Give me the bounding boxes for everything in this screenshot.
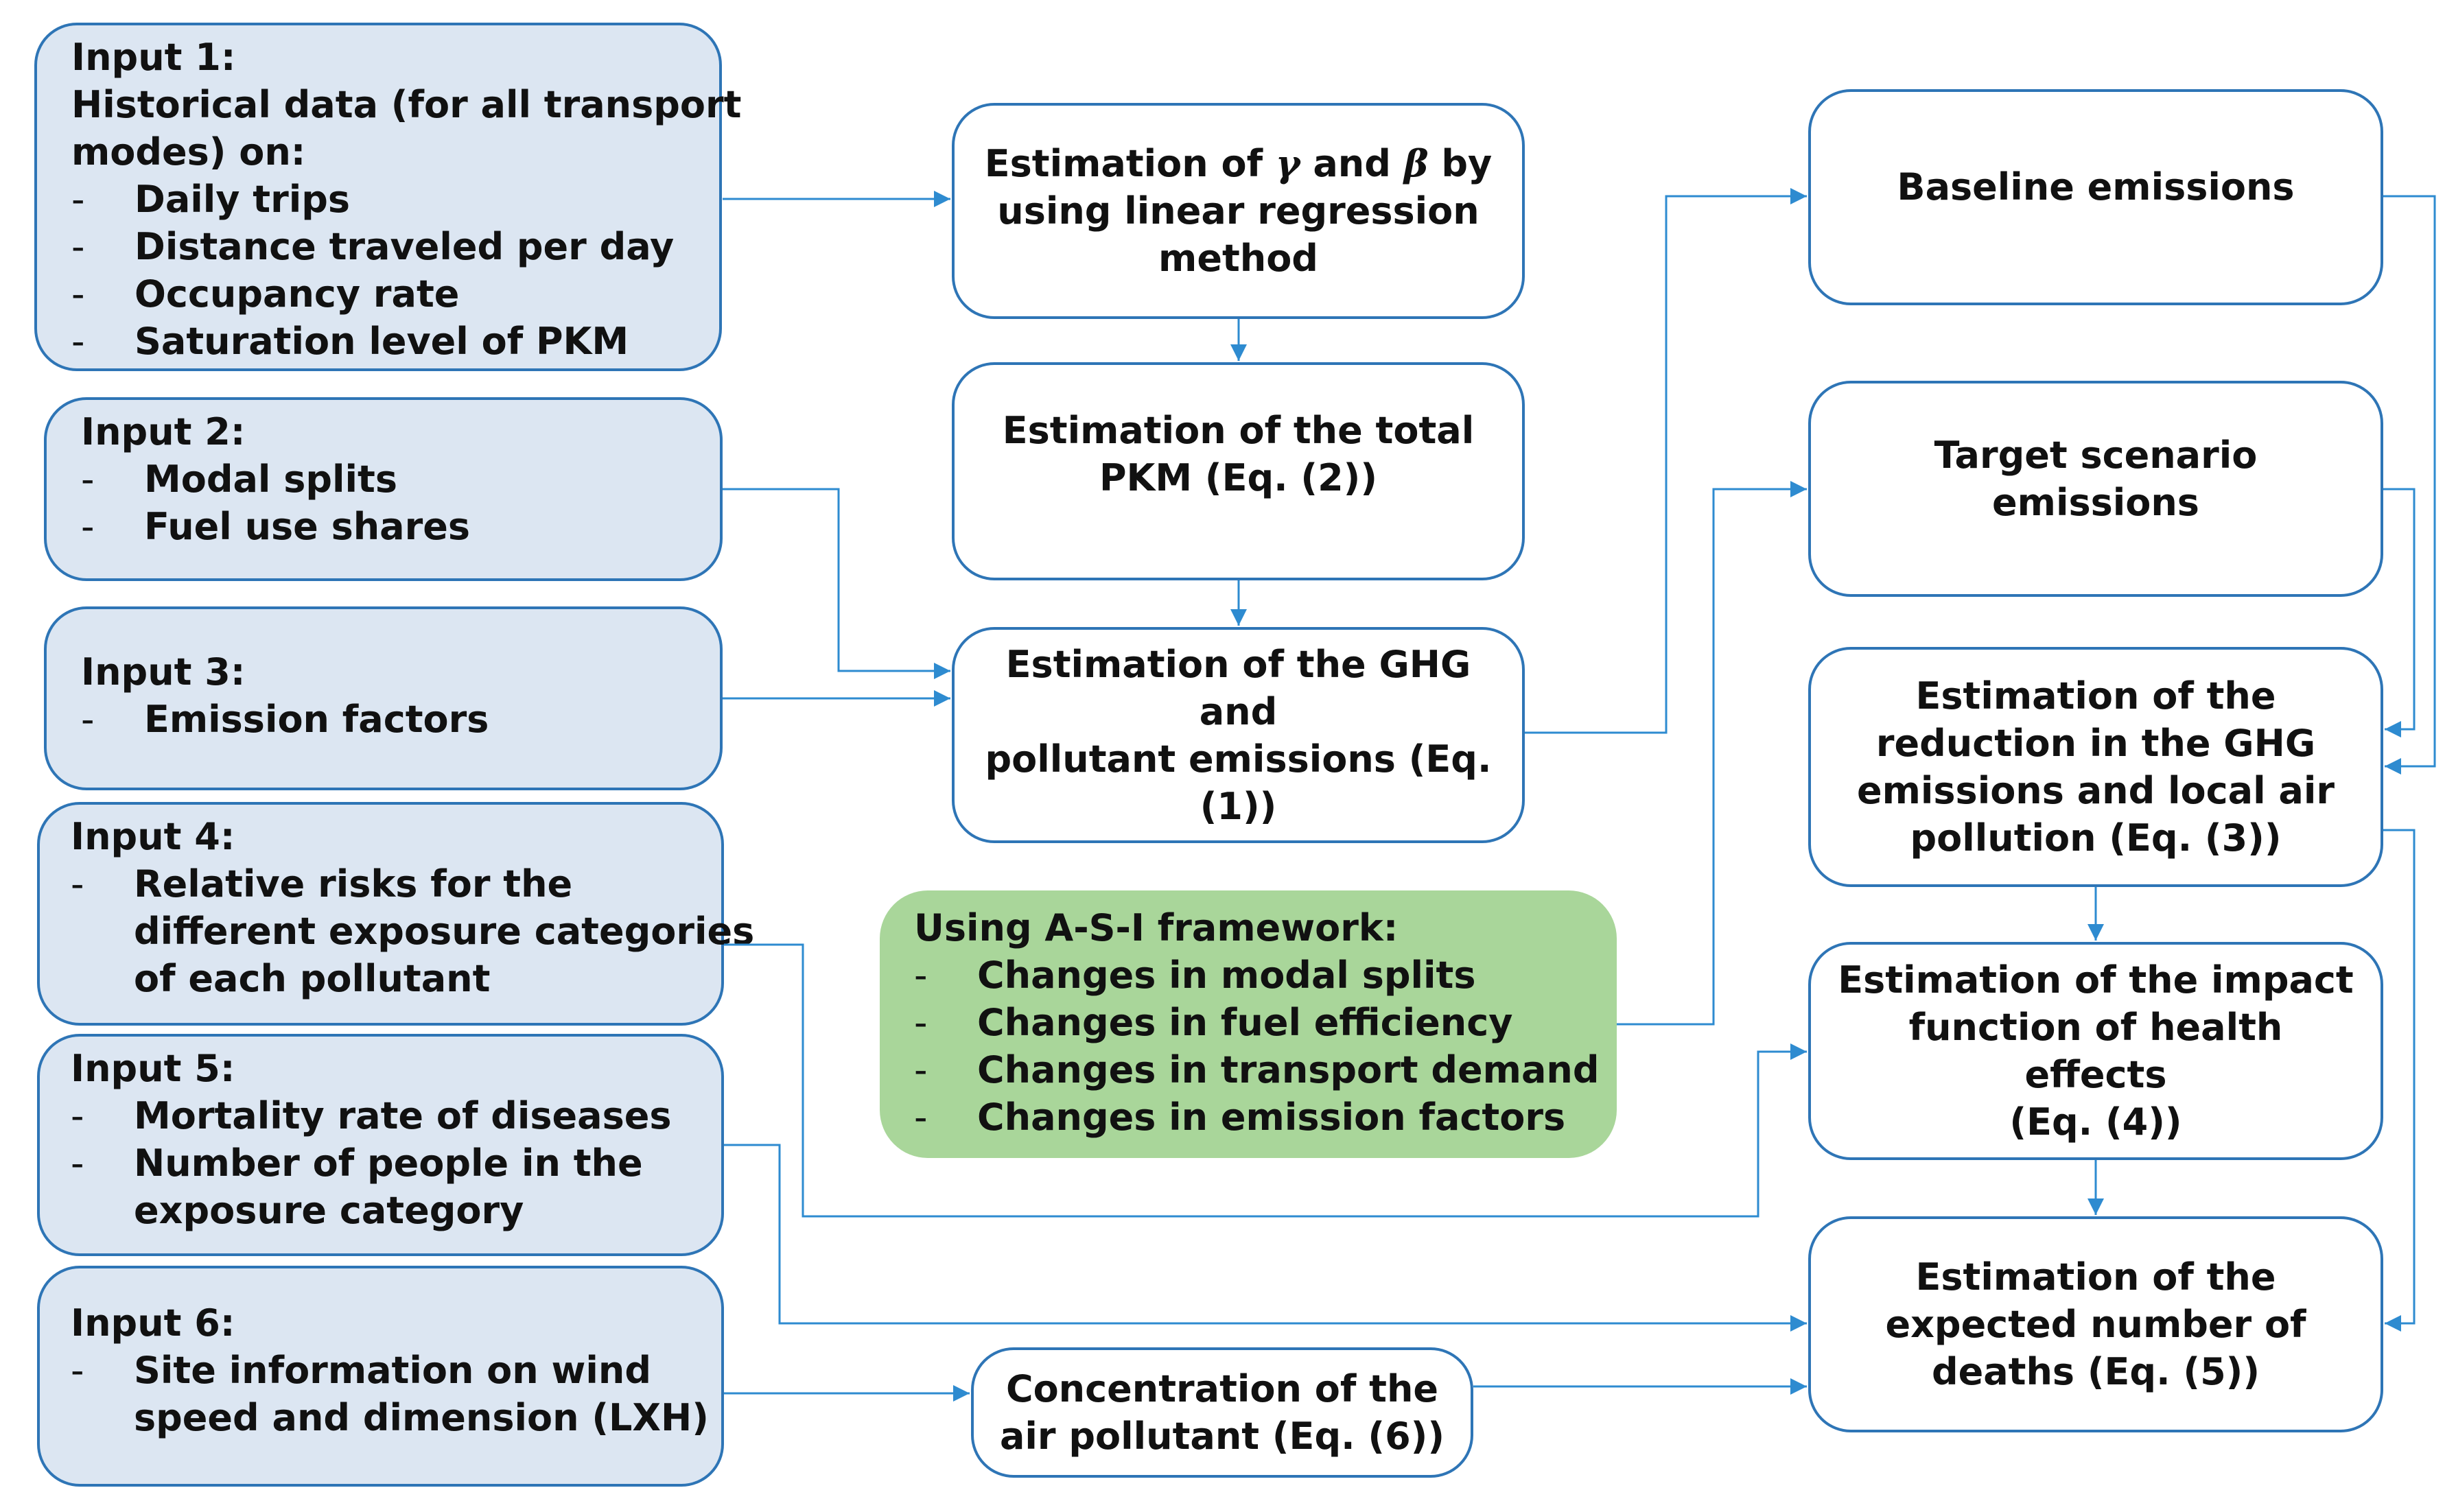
input-1-line-1: Historical data (for all transport: [71, 83, 742, 126]
input-1-title: Input 1:: [71, 36, 236, 79]
step-ghg-emissions: Estimation of the GHG and pollutant emis…: [952, 627, 1525, 843]
step-target-scenario-emissions: Target scenario emissions: [1808, 381, 2383, 597]
input-1-line-2: modes) on:: [71, 130, 306, 174]
input-2-item-2: -Fuel use shares: [81, 505, 471, 548]
step-baseline-emissions: Baseline emissions: [1808, 89, 2383, 305]
impact-line-1: Estimation of the impact: [1838, 958, 2354, 1002]
deaths-line-3: deaths (Eq. (5)): [1931, 1350, 2260, 1393]
input-4-title: Input 4:: [71, 815, 235, 858]
target-label: Target scenario emissions: [1934, 433, 2258, 524]
gamma-beta-line-3: method: [1158, 237, 1318, 280]
reduction-line-3: emissions and local air: [1857, 769, 2335, 812]
baseline-label: Baseline emissions: [1897, 165, 2295, 209]
ghg-emissions-line-1: Estimation of the GHG and: [1005, 642, 1471, 733]
input-5-title: Input 5:: [71, 1047, 235, 1090]
input-5-box: Input 5: -Mortality rate of diseases -Nu…: [37, 1034, 724, 1256]
input-1-item-3: -Occupancy rate: [71, 272, 460, 316]
arrow-input2-to-ghg: [723, 488, 950, 679]
arrow-reduction-to-deaths: [2383, 829, 2416, 1332]
deaths-line-1: Estimation of the: [1915, 1255, 2276, 1299]
input-6-item-2: speed and dimension (LXH): [134, 1396, 709, 1439]
asi-item-2: -Changes in fuel efficiency: [914, 1001, 1513, 1044]
input-3-title: Input 3:: [81, 650, 246, 694]
input-1-box: Input 1: Historical data (for all transp…: [34, 23, 742, 371]
concentration-line-1: Concentration of the: [1005, 1367, 1439, 1410]
total-pkm-line-2: PKM (Eq. (2)): [1099, 456, 1378, 499]
input-2-box: Input 2: -Modal splits -Fuel use shares: [44, 397, 723, 581]
concentration-line-2: air pollutant (Eq. (6)): [999, 1415, 1445, 1458]
arrow-ghg-to-baseline: [1525, 188, 1807, 734]
deaths-line-2: expected number of: [1885, 1303, 2306, 1346]
step-emission-reduction: Estimation of the reduction in the GHG e…: [1808, 647, 2383, 887]
arrow-asi-to-target: [1617, 481, 1807, 1026]
input-2-title: Input 2:: [81, 410, 246, 453]
input-4-item-1: -Relative risks for the: [71, 862, 573, 906]
impact-line-2: function of health effects: [1908, 1006, 2283, 1096]
ghg-emissions-line-3: (1)): [1200, 784, 1277, 828]
input-4-item-2: different exposure categories: [134, 910, 755, 953]
asi-framework-box: Using A-S-I framework: -Changes in modal…: [880, 890, 1617, 1158]
asi-item-1: -Changes in modal splits: [914, 954, 1476, 997]
input-1-item-4: -Saturation level of PKM: [71, 320, 629, 363]
step-health-impact-function: Estimation of the impact function of hea…: [1808, 942, 2383, 1160]
reduction-line-4: pollution (Eq. (3)): [1910, 816, 2282, 860]
input-5-item-3: exposure category: [134, 1189, 524, 1232]
reduction-line-2: reduction in the GHG: [1875, 722, 2316, 765]
input-6-box: Input 6: -Site information on wind speed…: [37, 1266, 724, 1487]
total-pkm-line-1: Estimation of the total: [1002, 409, 1475, 452]
step-expected-deaths: Estimation of the expected number of dea…: [1808, 1216, 2383, 1432]
ghg-emissions-line-2: pollutant emissions (Eq.: [985, 737, 1492, 781]
asi-item-4: -Changes in emission factors: [914, 1096, 1566, 1139]
input-1-item-1: -Daily trips: [71, 178, 351, 221]
input-3-box: Input 3: -Emission factors: [44, 606, 723, 790]
input-4-item-3: of each pollutant: [134, 957, 491, 1000]
arrow-baseline-to-reduction: [2383, 195, 2436, 775]
input-4-box: Input 4: -Relative risks for the differe…: [37, 802, 755, 1026]
step-estimate-gamma-beta: Estimation of γ and β by using linear re…: [952, 103, 1525, 319]
impact-line-3: (Eq. (4)): [2009, 1100, 2182, 1144]
input-5-item-1: -Mortality rate of diseases: [71, 1094, 672, 1137]
gamma-beta-line-2: using linear regression: [997, 189, 1480, 233]
asi-title: Using A-S-I framework:: [914, 906, 1399, 949]
reduction-line-1: Estimation of the: [1915, 674, 2276, 718]
input-1-item-2: -Distance traveled per day: [71, 225, 675, 268]
step-concentration: Concentration of the air pollutant (Eq. …: [971, 1347, 1473, 1478]
step-total-pkm: Estimation of the total PKM (Eq. (2)): [952, 362, 1525, 580]
input-6-item-1: -Site information on wind: [71, 1349, 652, 1392]
beta-symbol: β: [1403, 141, 1429, 185]
input-3-item-1: -Emission factors: [81, 698, 489, 741]
gamma-beta-line-1: Estimation of γ and β by: [984, 141, 1493, 185]
input-2-item-1: -Modal splits: [81, 458, 398, 501]
input-5-item-2: -Number of people in the: [71, 1142, 643, 1185]
arrow-target-to-reduction: [2383, 488, 2416, 737]
arrow-input5-to-deaths: [724, 1144, 1807, 1332]
input-6-title: Input 6:: [71, 1301, 235, 1345]
gamma-symbol: γ: [1275, 141, 1300, 185]
asi-item-3: -Changes in transport demand: [914, 1048, 1600, 1091]
